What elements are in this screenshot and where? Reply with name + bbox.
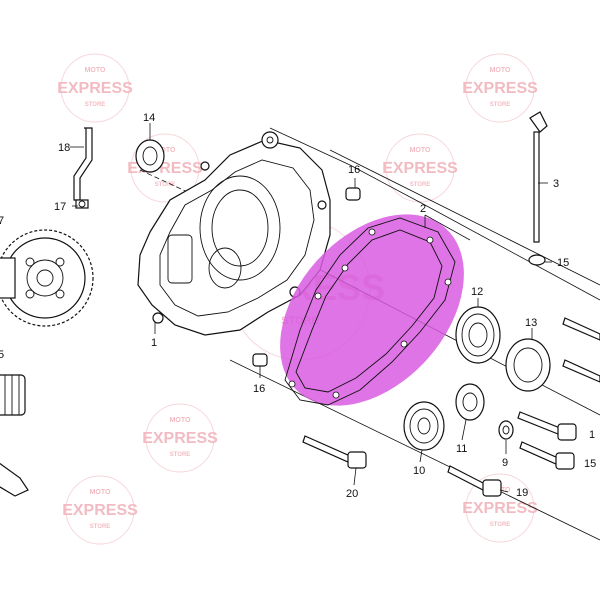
- svg-text:STORE: STORE: [490, 522, 511, 528]
- callout-5: 5: [0, 349, 4, 361]
- bearing-part: [403, 401, 445, 451]
- callout-leaders: [70, 123, 552, 493]
- callout-16-top: 16: [348, 164, 360, 176]
- crankcase-cover: [137, 131, 331, 336]
- watermark-logo: MOTO EXPRESS STORE: [142, 403, 218, 473]
- svg-text:STORE: STORE: [90, 524, 111, 530]
- flange-bolt: [562, 317, 600, 341]
- callout-2: 2: [420, 203, 426, 215]
- callout-13: 13: [525, 317, 537, 329]
- svg-text:MOTO: MOTO: [170, 417, 191, 424]
- callout-15: 15: [557, 257, 569, 269]
- svg-text:STORE: STORE: [155, 182, 176, 188]
- callout-9: 9: [502, 457, 508, 469]
- svg-text:EXPRESS: EXPRESS: [462, 80, 538, 97]
- svg-text:MOTO: MOTO: [490, 67, 511, 74]
- svg-text:EXPRESS: EXPRESS: [62, 502, 138, 519]
- flange-bolt: [562, 359, 600, 383]
- callout-17: 17: [54, 201, 66, 213]
- watermark-text: EXPRESS: [57, 80, 133, 97]
- callout-1: 1: [151, 337, 157, 349]
- svg-text:EXPRESS: EXPRESS: [142, 430, 218, 447]
- watermark-logo: MOTO EXPRESS STORE: [62, 475, 138, 545]
- shaft-part: [0, 374, 29, 497]
- callout-15-right: 15: [584, 458, 596, 470]
- callout-20: 20: [346, 488, 358, 500]
- callout-3: 3: [553, 178, 559, 190]
- dowel-pin: [252, 353, 268, 367]
- flange-bolt: [302, 435, 367, 469]
- callout-labels: 7 5 18 17 14 1 16 16 2 3 15 12 13 11 10 …: [0, 112, 596, 500]
- watermark-logo: MOTO EXPRESS STORE: [57, 53, 133, 123]
- washer-part: [498, 420, 514, 440]
- oil-dipstick: [528, 111, 548, 266]
- watermark-logo: MOTO EXPRESS STORE: [462, 53, 538, 123]
- callout-1-right: 1: [589, 429, 595, 441]
- callout-7: 7: [0, 215, 4, 227]
- oil-seal-part: [135, 139, 165, 173]
- svg-text:STORE: STORE: [490, 102, 511, 108]
- svg-text:EXPRESS: EXPRESS: [462, 500, 538, 517]
- bearing-part: [455, 383, 485, 421]
- flange-bolt: [447, 465, 502, 497]
- svg-text:STORE: STORE: [410, 182, 431, 188]
- callout-16-bottom: 16: [253, 383, 265, 395]
- callout-18: 18: [58, 142, 70, 154]
- oil-seal-part: [505, 338, 551, 392]
- svg-text:EXPRESS: EXPRESS: [382, 160, 458, 177]
- callout-10: 10: [413, 465, 425, 477]
- gasket-part: [280, 214, 464, 406]
- svg-text:MOTO: MOTO: [90, 489, 111, 496]
- svg-text:STORE: STORE: [170, 452, 191, 458]
- callout-11: 11: [456, 443, 467, 455]
- watermark-prefix: MOTO: [85, 67, 106, 74]
- callout-12: 12: [471, 286, 483, 298]
- flange-bolt: [517, 411, 577, 441]
- callout-14: 14: [143, 112, 155, 124]
- svg-text:MOTO: MOTO: [410, 147, 431, 154]
- watermark-suffix: STORE: [85, 102, 106, 108]
- dowel-pin: [345, 187, 361, 201]
- watermark-logo: MOTO EXPRESS STORE: [382, 133, 458, 203]
- bearing-part: [455, 306, 501, 364]
- callout-19: 19: [516, 487, 528, 499]
- gear-part: [0, 229, 94, 327]
- flange-bolt: [519, 441, 575, 470]
- breather-pipe: [73, 127, 93, 209]
- svg-text:MOTO: MOTO: [155, 147, 176, 154]
